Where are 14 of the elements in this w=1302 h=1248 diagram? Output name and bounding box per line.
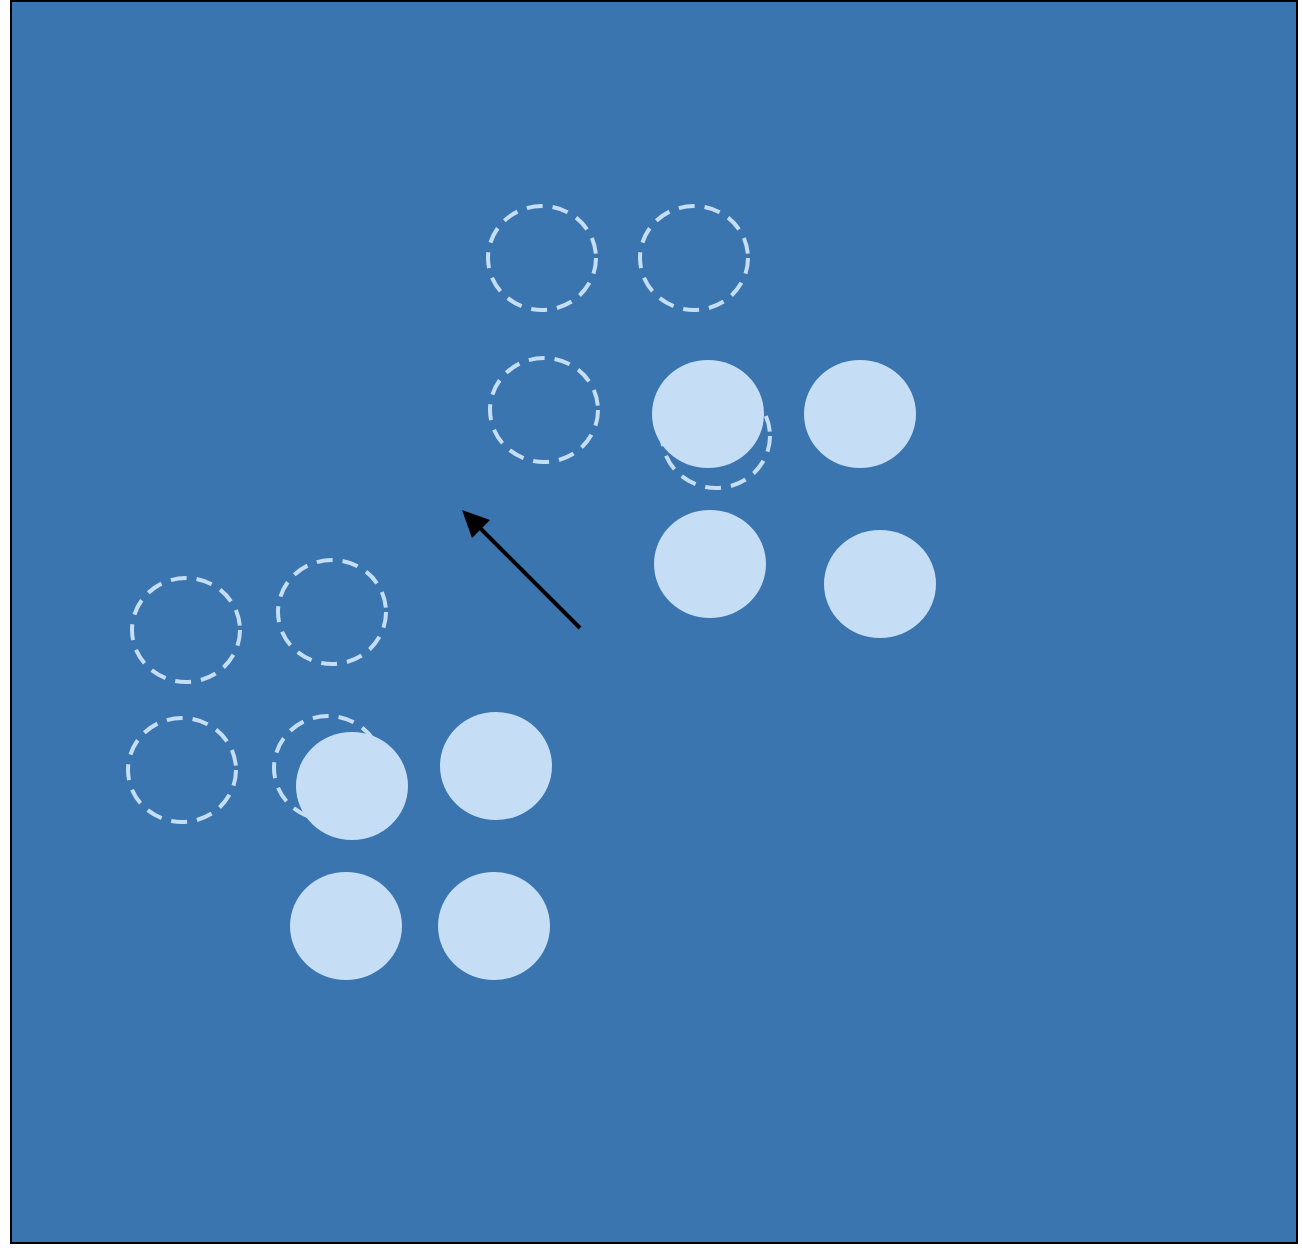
- dashed-circle: [128, 574, 244, 686]
- filled-circle: [438, 710, 554, 822]
- dashed-circle: [486, 354, 602, 466]
- filled-circle: [650, 358, 766, 470]
- dashed-circle: [636, 202, 752, 314]
- filled-circle: [436, 870, 552, 982]
- filled-circle: [822, 528, 938, 640]
- filled-circle: [288, 870, 404, 982]
- filled-circle: [294, 730, 410, 842]
- dashed-circle: [124, 714, 240, 826]
- filled-circle: [652, 508, 768, 620]
- dashed-circle: [274, 556, 390, 668]
- dashed-circle: [484, 202, 600, 314]
- filled-circle: [802, 358, 918, 470]
